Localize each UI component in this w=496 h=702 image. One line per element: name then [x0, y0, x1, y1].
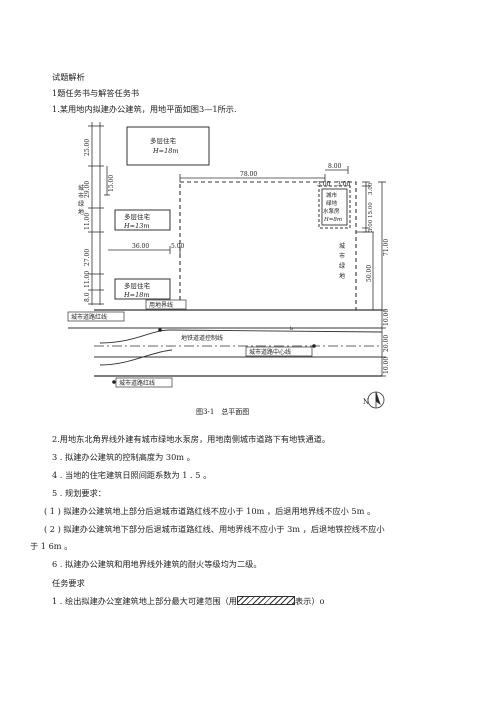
- pump-line-3: 水泵房: [323, 207, 340, 215]
- paragraph-5-1: ( 1 ) 拟建办公建筑地上部分后退城市道路红线不应小于 10m ，后退用地界线…: [44, 506, 376, 516]
- small-mark: b: [290, 326, 293, 332]
- dim-71: 71.00: [383, 239, 390, 256]
- task-heading: 任务要求: [52, 578, 85, 588]
- building-1-height: H=18m: [152, 147, 179, 155]
- site-plan-diagram: N 多层住宅 H=18m 多层住宅 H=13m 多层住宅 H=18m 城市 绿地…: [67, 122, 390, 416]
- dim-3a: 3.00: [317, 181, 331, 188]
- label-red-line-top: 城市道路红线: [71, 313, 107, 321]
- green-label-1: 城: [339, 243, 345, 250]
- dim-15: 15.00: [108, 175, 115, 192]
- paragraph-5-2b: 于 1 6m 。: [30, 541, 73, 551]
- intro-paragraph: 1.某用地内拟建办公建筑，用地平面如图3—1所示.: [52, 104, 237, 114]
- paragraph-5: 5 . 规划要求：: [52, 488, 106, 498]
- label-property-line: 用地界线: [149, 301, 173, 309]
- dim-road-10b: 10.00: [383, 357, 390, 374]
- dim-8: 8.00: [328, 163, 342, 170]
- building-3-height: H=18m: [123, 291, 150, 299]
- paragraph-3: 3 . 拟建办公建筑的控制高度为 30m 。: [52, 452, 195, 462]
- left-green-4: 地: [78, 208, 84, 216]
- left-green-1: 城: [78, 185, 84, 192]
- figure-caption: 图3-1 总平面图: [196, 407, 249, 416]
- green-label-3: 绿: [339, 262, 345, 270]
- dim-left-11a: 11.00: [84, 213, 91, 230]
- north-label: N: [363, 398, 369, 406]
- task-1-text-post: 表示）o: [294, 596, 325, 606]
- dim-right-3b: 3.00: [368, 219, 374, 232]
- task-1: 1 . 绘出拟建办公室建筑地上部分最大可建范围（用 表示）o: [52, 596, 324, 606]
- green-label-2: 市: [339, 252, 345, 260]
- building-1-name: 多层住宅: [150, 136, 177, 145]
- dim-36: 36.00: [132, 243, 149, 250]
- paragraph-6: 6 . 拟建办公建筑和用地界线外建筑的耐火等级均为二级。: [52, 559, 262, 569]
- pump-line-1: 城市: [326, 191, 338, 199]
- left-green-3: 绿: [78, 200, 84, 208]
- dim-78: 78.00: [240, 171, 257, 178]
- left-green-2: 市: [78, 192, 84, 200]
- dim-5: 5.00: [171, 243, 185, 250]
- building-2-name: 多层住宅: [124, 212, 151, 221]
- north-arrow: [367, 391, 385, 409]
- dim-right-15: 15.00: [368, 202, 374, 218]
- dim-left-8: 8.0: [84, 292, 91, 302]
- dim-road-20: 20.00: [383, 335, 390, 352]
- dim-3b: 3.00: [337, 181, 351, 188]
- dim-right-3a: 3.00: [368, 182, 374, 195]
- pump-line-4: H=8m: [323, 217, 342, 223]
- hatch-legend-swatch: [236, 596, 295, 605]
- building-3-name: 多层住宅: [124, 281, 151, 290]
- building-2-height: H=13m: [123, 222, 150, 230]
- label-road-center: 城市道路中心线: [249, 348, 291, 356]
- paragraph-2: 2.用地东北角界线外建有城市绿地水泵房，用地南侧城市道路下有地铁通道。: [52, 434, 331, 444]
- doc-title: 试题解析: [52, 72, 85, 82]
- paragraph-5-2a: ( 2 ) 拟建办公建筑地下部分后退城市道路红线、用地界线不应小于 3m ，后退…: [44, 524, 385, 534]
- dim-left-11b: 11.00: [84, 271, 91, 288]
- label-metro-line: 地铁道道控制线: [181, 334, 223, 342]
- dim-left-29: 29.00: [84, 181, 91, 198]
- label-red-line-bottom: 城市道路红线: [119, 379, 155, 387]
- dim-left-27: 27.00: [84, 249, 91, 266]
- dim-road-10a: 10.00: [383, 309, 390, 326]
- paragraph-4: 4 . 当地的住宅建筑日照间距系数为 1 . 5 。: [52, 470, 212, 480]
- task-1-text-pre: 1 . 绘出拟建办公室建筑地上部分最大可建范围（用: [52, 596, 237, 606]
- dim-left-25: 25.00: [84, 139, 91, 156]
- pump-line-2: 绿地: [326, 199, 338, 207]
- section-heading: 1题任务书与解答任务书: [52, 88, 140, 98]
- green-label-4: 地: [339, 272, 345, 280]
- dim-50: 50.00: [366, 265, 373, 282]
